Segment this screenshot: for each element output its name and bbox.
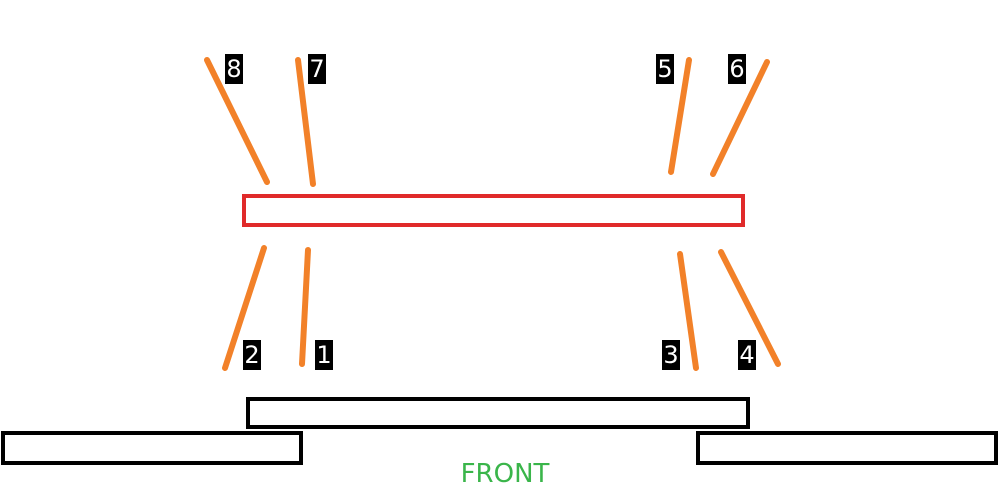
label-6: 6 — [728, 54, 746, 84]
label-8: 8 — [225, 54, 243, 84]
label-7: 7 — [308, 54, 326, 84]
label-2: 2 — [243, 340, 261, 370]
line-8 — [204, 57, 270, 185]
red-bar — [242, 194, 745, 227]
label-4: 4 — [738, 340, 756, 370]
line-2 — [222, 245, 267, 371]
front-label: FRONT — [460, 459, 550, 489]
center-black-bar — [246, 397, 750, 429]
line-4 — [718, 249, 781, 367]
line-6 — [710, 59, 770, 177]
line-1 — [299, 247, 311, 367]
left-black-bar — [1, 431, 303, 465]
line-7 — [295, 57, 316, 187]
label-1: 1 — [315, 340, 333, 370]
line-3 — [677, 251, 699, 371]
label-5: 5 — [656, 54, 674, 84]
label-3: 3 — [662, 340, 680, 370]
right-black-bar — [696, 431, 998, 465]
line-5 — [668, 57, 692, 175]
